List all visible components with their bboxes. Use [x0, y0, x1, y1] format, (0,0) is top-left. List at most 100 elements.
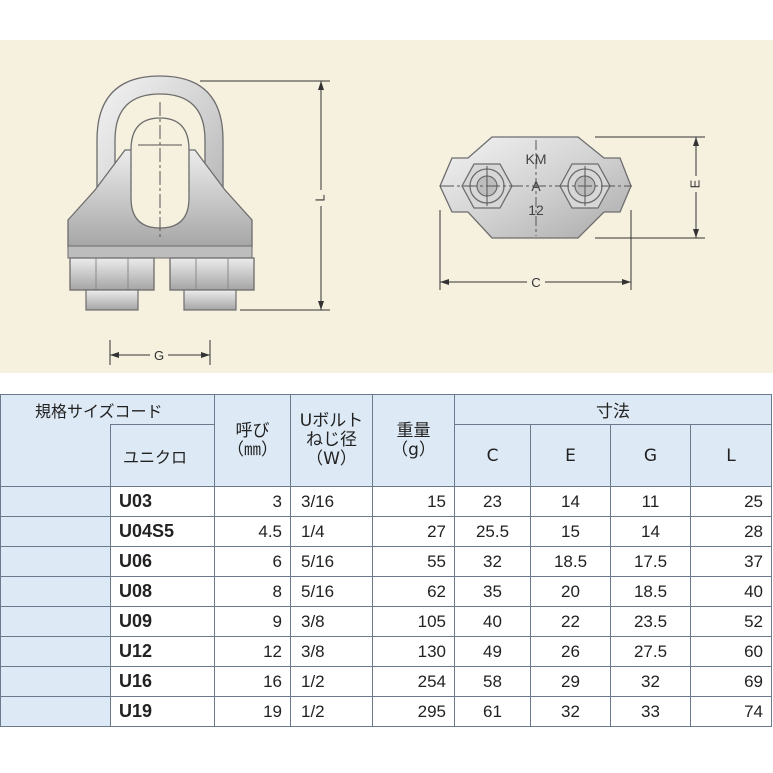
l-header: L — [690, 424, 772, 487]
weight-cell: 27 — [372, 516, 455, 547]
c-header: C — [454, 424, 531, 487]
e-cell: 32 — [530, 696, 611, 727]
weight-cell: 55 — [372, 546, 455, 577]
nominal-cell: 19 — [214, 696, 291, 727]
dim-g-label: G — [154, 348, 164, 363]
g-cell: 33 — [610, 696, 691, 727]
c-cell: 25.5 — [454, 516, 531, 547]
weight-cell: 62 — [372, 576, 455, 607]
diagram-panel: L G KM — [0, 40, 773, 373]
dims-header: 寸法 — [454, 394, 772, 425]
nominal-cell: 3 — [214, 486, 291, 517]
g-cell: 17.5 — [610, 546, 691, 577]
bolt-cell: 3/8 — [290, 606, 373, 637]
code-cell: U12 — [110, 636, 215, 667]
marking-km: KM — [526, 151, 547, 167]
table-row: U03 3 3/16 15 23 14 11 25 — [0, 486, 772, 517]
code-group-header: 規格サイズコード — [0, 394, 215, 425]
code-cell: U19 — [110, 696, 215, 727]
marking-12: 12 — [528, 202, 544, 218]
weight-cell: 105 — [372, 606, 455, 637]
e-cell: 22 — [530, 606, 611, 637]
code-cell: U03 — [110, 486, 215, 517]
table-row: U19 19 1/2 295 61 32 33 74 — [0, 696, 772, 727]
e-cell: 15 — [530, 516, 611, 547]
g-cell: 23.5 — [610, 606, 691, 637]
g-cell: 27.5 — [610, 636, 691, 667]
bolt-cell: 3/16 — [290, 486, 373, 517]
g-cell: 18.5 — [610, 576, 691, 607]
g-header: G — [610, 424, 691, 487]
l-cell: 69 — [690, 666, 772, 697]
code-cell: U08 — [110, 576, 215, 607]
c-cell: 61 — [454, 696, 531, 727]
l-cell: 37 — [690, 546, 772, 577]
bolt-cell: 1/4 — [290, 516, 373, 547]
table-row: U06 6 5/16 55 32 18.5 17.5 37 — [0, 546, 772, 577]
table-row: U09 9 3/8 105 40 22 23.5 52 — [0, 606, 772, 637]
marking-a: A — [531, 178, 541, 194]
table-row: U04S5 4.5 1/4 27 25.5 15 14 28 — [0, 516, 772, 547]
base-plate — [67, 245, 253, 259]
l-cell: 28 — [690, 516, 772, 547]
e-header: E — [530, 424, 611, 487]
dim-l-label: L — [312, 194, 327, 201]
c-cell: 32 — [454, 546, 531, 577]
g-cell: 14 — [610, 516, 691, 547]
e-cell: 29 — [530, 666, 611, 697]
dim-e-label: E — [687, 179, 702, 188]
nominal-cell: 4.5 — [214, 516, 291, 547]
c-cell: 40 — [454, 606, 531, 637]
weight-header: 重量（g） — [372, 394, 455, 487]
header-row-1: 規格サイズコード 呼び（㎜） Uボルトねじ径（W） 重量（g） 寸法 — [0, 394, 772, 487]
code-cell: U04S5 — [110, 516, 215, 547]
c-cell: 49 — [454, 636, 531, 667]
g-cell: 11 — [610, 486, 691, 517]
code-cell: U09 — [110, 606, 215, 637]
table-row: U08 8 5/16 62 35 20 18.5 40 — [0, 576, 772, 607]
g-cell: 32 — [610, 666, 691, 697]
nut-left — [69, 257, 155, 291]
nominal-cell: 12 — [214, 636, 291, 667]
top-view: KM A 12 E C — [439, 136, 705, 290]
table-row: U12 12 3/8 130 49 26 27.5 60 — [0, 636, 772, 667]
bolt-cell: 3/8 — [290, 636, 373, 667]
weight-cell: 130 — [372, 636, 455, 667]
weight-cell: 295 — [372, 696, 455, 727]
wire-clip-diagram: L G KM — [67, 75, 705, 365]
dim-c-label: C — [531, 275, 540, 290]
c-cell: 35 — [454, 576, 531, 607]
l-cell: 52 — [690, 606, 772, 637]
l-cell: 74 — [690, 696, 772, 727]
weight-cell: 254 — [372, 666, 455, 697]
bolt-header: Uボルトねじ径（W） — [290, 394, 373, 487]
nominal-header: 呼び（㎜） — [214, 394, 291, 487]
code-cell: U06 — [110, 546, 215, 577]
weight-cell: 15 — [372, 486, 455, 517]
nominal-cell: 6 — [214, 546, 291, 577]
e-cell: 18.5 — [530, 546, 611, 577]
e-cell: 26 — [530, 636, 611, 667]
bolt-cell: 1/2 — [290, 666, 373, 697]
code-header-spacer — [0, 424, 111, 487]
nominal-cell: 8 — [214, 576, 291, 607]
c-cell: 58 — [454, 666, 531, 697]
e-cell: 14 — [530, 486, 611, 517]
l-cell: 25 — [690, 486, 772, 517]
nominal-cell: 16 — [214, 666, 291, 697]
l-cell: 60 — [690, 636, 772, 667]
spec-table: 規格サイズコード 呼び（㎜） Uボルトねじ径（W） 重量（g） 寸法 ユニクロ … — [0, 394, 772, 727]
l-cell: 40 — [690, 576, 772, 607]
code-cell: U16 — [110, 666, 215, 697]
bolt-cell: 5/16 — [290, 546, 373, 577]
e-cell: 20 — [530, 576, 611, 607]
side-view: L G — [67, 75, 330, 365]
bolt-cell: 5/16 — [290, 576, 373, 607]
c-cell: 23 — [454, 486, 531, 517]
bolt-cell: 1/2 — [290, 696, 373, 727]
table-row: U16 16 1/2 254 58 29 32 69 — [0, 666, 772, 697]
nominal-cell: 9 — [214, 606, 291, 637]
nut-right — [169, 257, 255, 291]
header-row-2: ユニクロ C E G L — [0, 424, 772, 487]
unicro-header: ユニクロ — [110, 424, 215, 487]
